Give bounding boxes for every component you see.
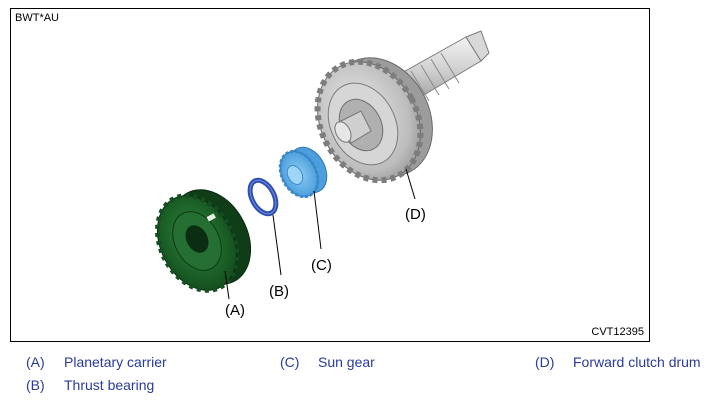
- callout-b: (B): [269, 283, 289, 300]
- callout-d: (D): [405, 206, 426, 223]
- legend-item-c: (C) Sun gear: [280, 354, 375, 370]
- thrust-bearing-icon: [247, 177, 282, 276]
- legend-key: (D): [535, 354, 555, 370]
- legend-item-b: (B) Thrust bearing: [26, 377, 154, 393]
- exploded-view-figure: BWT*AU: [10, 8, 650, 342]
- callout-c: (C): [311, 257, 332, 274]
- legend-item-d: (D) Forward clutch drum: [535, 354, 701, 370]
- forward-clutch-drum-icon: [314, 30, 490, 200]
- legend-key: (A): [26, 354, 45, 370]
- legend-label: Planetary carrier: [64, 354, 167, 370]
- legend-label: Thrust bearing: [64, 377, 155, 393]
- sun-gear-icon: [278, 146, 328, 250]
- legend-key: (B): [26, 377, 45, 393]
- exploded-view-drawing: (A) (B) (C) (D): [154, 30, 490, 319]
- legend-label: Sun gear: [318, 354, 375, 370]
- legend-key: (C): [280, 354, 300, 370]
- planetary-carrier-icon: [154, 189, 252, 300]
- callout-a: (A): [225, 302, 245, 319]
- figure-code-bottom: CVT12395: [591, 326, 644, 338]
- legend-label: Forward clutch drum: [573, 354, 701, 370]
- figure-code-top: BWT*AU: [15, 12, 59, 24]
- legend-item-a: (A) Planetary carrier: [26, 354, 167, 370]
